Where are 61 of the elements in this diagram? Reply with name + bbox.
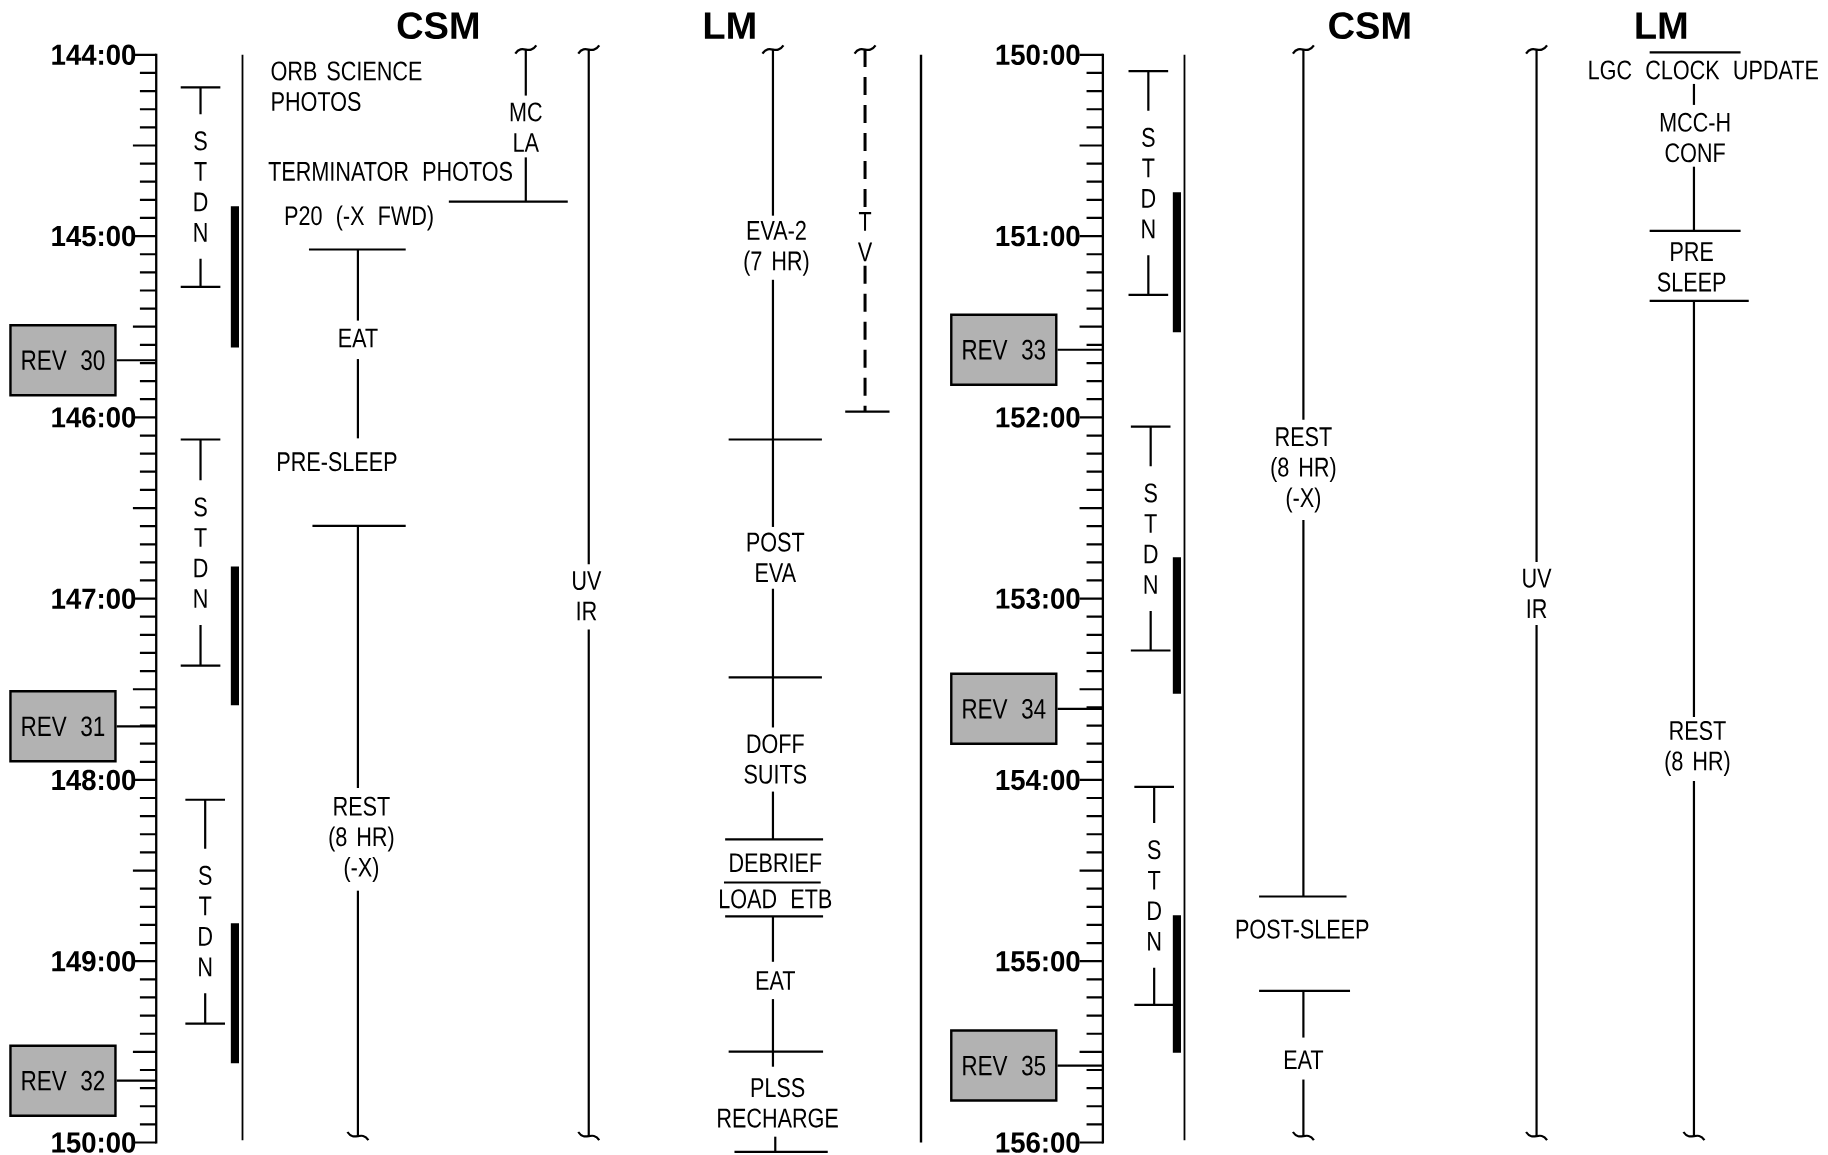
time-label: 150:00 (52, 1132, 136, 1153)
activity-label: EAT (1284, 1050, 1324, 1069)
time-label: 149:00 (52, 950, 136, 972)
activity-label: DOFF SUITS (744, 734, 807, 784)
activity-label: REST (8 HR) (-X) (329, 796, 394, 882)
activity-label: POST-SLEEP (1236, 919, 1369, 939)
leader-line (116, 358, 157, 362)
time-axis (1078, 53, 1104, 1144)
leader-line (1057, 1064, 1103, 1067)
activity-label: P20 (-X FWD) (285, 205, 433, 231)
activity-label: EAT (756, 971, 795, 990)
leader-line (1057, 348, 1103, 351)
time-label: 153:00 (996, 588, 1080, 609)
time-label: 151:00 (996, 225, 1080, 247)
time-label: 156:00 (996, 1132, 1080, 1153)
rev-box: REV 32 (9, 1044, 117, 1117)
leader-line (1057, 707, 1103, 710)
activity-label: LGC CLOCK UPDATE (1589, 60, 1818, 80)
station-label: S T D N (194, 497, 208, 608)
activity-label: REST (8 HR) (1665, 720, 1730, 776)
station-label: S T D N (1144, 483, 1158, 594)
activity-label: POST EVA (747, 532, 805, 582)
activity-label: MC LA (510, 102, 542, 152)
rev-box: REV 33 (950, 313, 1058, 386)
activity-label: MCC-H CONF (1660, 112, 1730, 163)
activity-label: EVA-2 (7 HR) (744, 220, 809, 276)
activity-label: ORB SCIENCE PHOTOS (271, 61, 422, 111)
activity-label: PRE SLEEP (1657, 242, 1726, 292)
station-label: S T D N (194, 131, 208, 242)
activity-label: EAT (339, 328, 378, 348)
rev-box: REV 34 (950, 672, 1058, 745)
activity-label: UV IR (1523, 568, 1552, 618)
leader-line (116, 725, 157, 728)
time-label: 152:00 (996, 406, 1080, 428)
time-label: 154:00 (996, 769, 1080, 791)
station-label: S T D N (198, 865, 212, 976)
leader-line (116, 1079, 157, 1082)
column-header: CSM (1329, 12, 1410, 39)
activity-label: T V (857, 211, 873, 262)
activity-label: PRE-SLEEP (278, 451, 397, 472)
rev-box: REV 35 (950, 1029, 1058, 1102)
time-label: 150:00 (996, 44, 1080, 65)
rev-box: REV 30 (9, 323, 117, 397)
column-header: LM (1636, 12, 1687, 39)
column-header: CSM (397, 12, 478, 39)
time-label: 147:00 (52, 588, 136, 609)
rev-box: REV 31 (9, 689, 117, 763)
time-label: 148:00 (52, 769, 136, 791)
station-label: S T D N (1147, 840, 1161, 951)
activity-label: UV IR (573, 571, 602, 621)
activity-label: REST (8 HR) (-X) (1271, 426, 1336, 513)
station-label: S T D N (1142, 127, 1156, 239)
time-label: 155:00 (996, 950, 1080, 972)
activity-label: LOAD ETB (720, 889, 832, 909)
column-header: LM (704, 12, 755, 39)
activity-label: TERMINATOR PHOTOS (268, 161, 512, 181)
time-label: 144:00 (52, 44, 136, 65)
activity-label: PLSS RECHARGE (718, 1077, 838, 1128)
activity-label: DEBRIEF (730, 853, 822, 872)
time-label: 146:00 (52, 406, 136, 428)
time-label: 145:00 (52, 225, 136, 247)
